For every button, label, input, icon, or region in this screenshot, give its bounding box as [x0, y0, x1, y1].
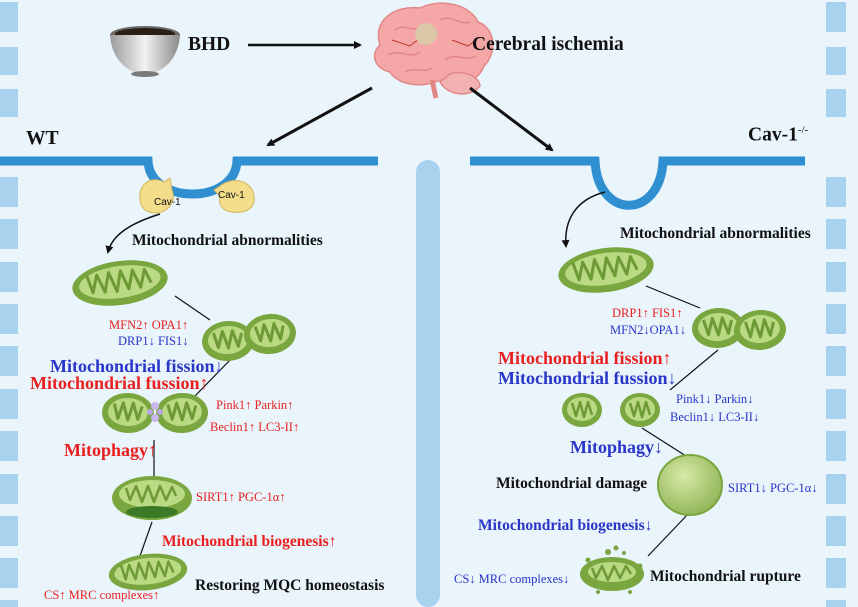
wt-fission-label: Mitochondrial fission↓ — [50, 356, 224, 376]
wt-drp1-fis1-label: DRP1↓ FIS1↓ — [118, 334, 189, 348]
wt-mitochondrion-normal — [67, 253, 173, 313]
wt-abnormalities-label: Mitochondrial abnormalities — [132, 232, 323, 249]
cerebral-ischemia-label: Cerebral ischemia — [472, 34, 624, 55]
caveolin-protein-left — [139, 177, 174, 214]
wt-fussion-label: Mitochondrial fussion↑ — [30, 373, 209, 393]
ko-beclin-lc3-label: Beclin1↓ LC3-II↓ — [670, 410, 760, 424]
caveolin-protein-right — [213, 180, 255, 213]
ko-membrane — [470, 156, 805, 210]
ko-mfn2-opa1-label: MFN2↓OPA1↓ — [610, 323, 686, 337]
wt-arrow-curve — [105, 213, 161, 254]
center-divider — [416, 160, 440, 607]
wt-beclin-lc3-label: Beclin1↑ LC3-II↑ — [210, 420, 300, 434]
right-side-bar — [826, 2, 846, 607]
ko-mitochondrion-fissioning — [689, 304, 789, 354]
ko-connector-3 — [641, 427, 687, 457]
wt-connector-1 — [174, 295, 211, 321]
ko-fission-label: Mitochondrial fission↑ — [498, 348, 672, 368]
ko-fussion-label: Mitochondrial fussion↓ — [498, 368, 677, 388]
ko-mitochondrion-ruptured — [580, 545, 644, 594]
wt-mitochondrion-biogenesis — [112, 476, 192, 520]
wt-restoring-label: Restoring MQC homeostasis — [195, 577, 385, 594]
wt-mitophagy-label: Mitophagy↑ — [64, 440, 158, 460]
wt-connector-4 — [139, 521, 153, 557]
ko-damage-label: Mitochondrial damage — [496, 475, 648, 492]
left-side-bar — [0, 2, 18, 607]
wt-title: WT — [26, 128, 59, 149]
wt-connector-2 — [194, 357, 233, 397]
caveolin-label-right: Cav-1 — [218, 190, 245, 201]
ko-connector-4 — [647, 511, 691, 557]
ko-rupture-label: Mitochondrial rupture — [650, 568, 801, 585]
ko-abnormalities-label: Mitochondrial abnormalities — [620, 225, 811, 242]
arrow-brain-to-ko — [469, 86, 554, 152]
ko-title: Cav-1-/- — [748, 124, 808, 147]
ko-mitochondrion-normal — [553, 240, 659, 300]
ko-connector-2 — [669, 349, 719, 391]
ko-mitophagy-label: Mitophagy↓ — [570, 437, 664, 457]
ko-arrow-curve — [561, 191, 606, 248]
wt-membrane — [0, 156, 378, 199]
ko-cs-mrc-label: CS↓ MRC complexes↓ — [454, 572, 570, 586]
ko-drp1-fis1-label: DRP1↑ FIS1↑ — [612, 306, 683, 320]
ko-mitochondrion-fragment-2 — [618, 391, 662, 429]
caveolin-label-left: Cav-1 — [154, 197, 181, 208]
ko-connector-1 — [645, 285, 701, 309]
ko-pink-parkin-label: Pink1↓ Parkin↓ — [676, 392, 754, 406]
ko-mitochondrion-damaged — [657, 454, 723, 516]
wt-mfn2-opa1-label: MFN2↑ OPA1↑ — [109, 318, 189, 332]
bhd-label: BHD — [188, 34, 231, 55]
wt-sirt1-pgc-label: SIRT1↑ PGC-1α↑ — [196, 490, 286, 504]
wt-mitochondrion-mitophagy — [99, 390, 211, 436]
ko-mitochondrion-fragment-1 — [560, 391, 604, 429]
bhd-bowl-icon — [110, 26, 180, 77]
ko-title-main: Cav-1 — [748, 124, 798, 146]
wt-biogenesis-label: Mitochondrial biogenesis↑ — [162, 533, 337, 550]
ko-biogenesis-label: Mitochondrial biogenesis↓ — [478, 517, 653, 534]
ko-sirt1-pgc-label: SIRT1↓ PGC-1α↓ — [728, 481, 818, 495]
ko-title-superscript: -/- — [797, 124, 809, 136]
wt-pink-parkin-label: Pink1↑ Parkin↑ — [216, 398, 294, 412]
wt-cs-mrc-label: CS↑ MRC complexes↑ — [44, 588, 160, 602]
arrow-brain-to-wt — [266, 86, 373, 147]
